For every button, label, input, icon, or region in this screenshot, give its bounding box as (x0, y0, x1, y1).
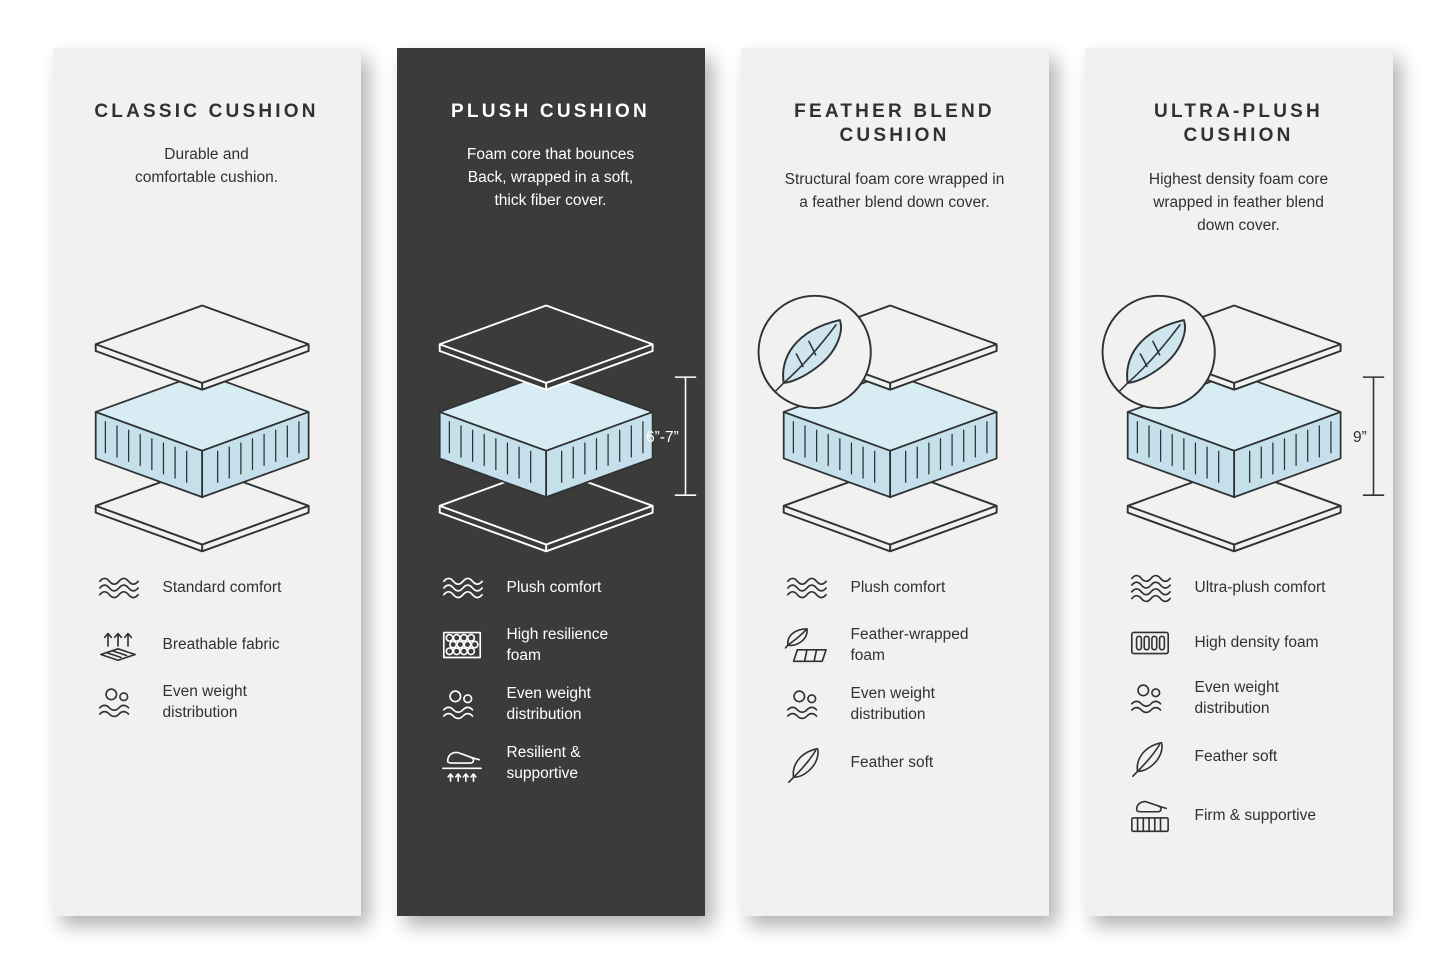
feature-label: Feather-wrapped foam (850, 626, 969, 664)
feature-label: Standard comfort (162, 578, 282, 596)
breathable-icon (95, 625, 141, 665)
feature-row: Ultra-plush comfort (1127, 568, 1379, 608)
height-measurement: 9” (1352, 376, 1384, 496)
card-description: Highest density foam core wrapped in fea… (1148, 170, 1329, 234)
feature-label: Even weight distribution (162, 683, 247, 721)
card-title: ULTRA-PLUSH CUSHION (1154, 101, 1323, 147)
even-weight-icon (783, 685, 829, 725)
waves-icon (439, 568, 485, 608)
card-feather-blend-cushion: FEATHER BLEND CUSHION Structural foam co… (740, 48, 1049, 916)
cushion-diagram (757, 294, 998, 553)
foam-core (438, 372, 653, 498)
feature-label: Even weight distribution (1194, 679, 1279, 717)
feature-row: Standard comfort (95, 568, 347, 608)
card-description: Foam core that bounces Back, wrapped in … (466, 146, 635, 210)
firm-support-icon (1127, 796, 1173, 838)
bottom-cover (782, 466, 998, 553)
card-plush-cushion: PLUSH CUSHION Foam core that bounces Bac… (396, 48, 705, 916)
feather-badge (757, 294, 872, 410)
feature-label: High resilience foam (506, 626, 609, 664)
card-description: Structural foam core wrapped in a feathe… (784, 170, 1005, 211)
cushion-diagram: 6”-7” (438, 304, 696, 553)
top-cover (438, 304, 654, 391)
feature-row: Feather soft (783, 743, 1035, 785)
feature-list: Plush comfort Feather-wrapped foam Even … (783, 568, 1035, 785)
feature-label: Plush comfort (850, 578, 946, 596)
honeycomb-icon (439, 626, 485, 666)
feature-row: Even weight distribution (95, 682, 347, 724)
card-title: FEATHER BLEND CUSHION (794, 101, 995, 147)
feature-row: Feather-wrapped foam (783, 625, 1035, 667)
feather-icon (783, 743, 829, 785)
feature-list: Ultra-plush comfort High density foam Ev… (1127, 568, 1379, 838)
feature-label: High density foam (1194, 633, 1319, 651)
illustration: 9” (1085, 276, 1393, 576)
feature-list: Plush comfort High resilience foam Even … (439, 568, 691, 785)
feature-label: Breathable fabric (162, 635, 280, 653)
cushion-diagram: 9” (1101, 294, 1384, 553)
feature-row: Breathable fabric (95, 625, 347, 665)
even-weight-icon (439, 685, 485, 725)
even-weight-icon (95, 683, 141, 723)
top-cover (94, 304, 310, 391)
feature-row: Even weight distribution (1127, 678, 1379, 720)
card-title: PLUSH CUSHION (451, 101, 650, 122)
feature-row: Plush comfort (439, 568, 691, 608)
feature-label: Plush comfort (506, 578, 602, 596)
feature-row: Plush comfort (783, 568, 1035, 608)
measurement-label: 9” (1352, 429, 1366, 446)
feature-row: High density foam (1127, 625, 1379, 661)
feature-label: Resilient & supportive (506, 743, 581, 782)
feather-foam-icon (783, 625, 829, 667)
card-classic-cushion: CLASSIC CUSHION Durable and comfortable … (52, 48, 361, 916)
even-weight-icon (1127, 679, 1173, 719)
bottom-cover (94, 466, 310, 553)
card-description: Durable and comfortable cushion. (134, 146, 279, 187)
feature-label: Even weight distribution (506, 684, 591, 723)
feature-label: Feather soft (850, 754, 934, 772)
feature-row: Resilient & supportive (439, 743, 691, 785)
card-ultra-plush-cushion: ULTRA-PLUSH CUSHION Highest density foam… (1084, 48, 1393, 916)
bottom-cover (1126, 466, 1342, 553)
feature-row: Even weight distribution (439, 684, 691, 726)
feature-label: Even weight distribution (850, 685, 935, 723)
feature-row: Even weight distribution (783, 684, 1035, 726)
bottom-cover (438, 466, 654, 553)
waves-icon (95, 568, 141, 608)
feature-row: High resilience foam (439, 625, 691, 667)
hand-press-icon (439, 743, 485, 785)
feature-label: Firm & supportive (1194, 807, 1316, 825)
feature-list: Standard comfort Breathable fabric Even … (95, 568, 347, 724)
illustration (741, 276, 1049, 576)
feature-row: Feather soft (1127, 737, 1379, 779)
foam-core (1126, 372, 1341, 498)
feather-badge (1101, 294, 1216, 410)
feature-label: Feather soft (1194, 748, 1278, 766)
card-title: CLASSIC CUSHION (94, 101, 319, 122)
cushion-diagram (94, 304, 310, 553)
feature-row: Firm & supportive (1127, 796, 1379, 838)
density-foam-icon (1127, 625, 1173, 661)
measurement-label: 6”-7” (646, 429, 679, 446)
height-measurement: 6”-7” (646, 376, 696, 496)
waves-icon (783, 568, 829, 608)
illustration (53, 276, 361, 576)
feature-label: Ultra-plush comfort (1194, 578, 1326, 596)
waves-icon (1127, 568, 1173, 608)
foam-core (94, 372, 309, 498)
illustration: 6”-7” (397, 276, 705, 576)
feather-icon (1127, 737, 1173, 779)
